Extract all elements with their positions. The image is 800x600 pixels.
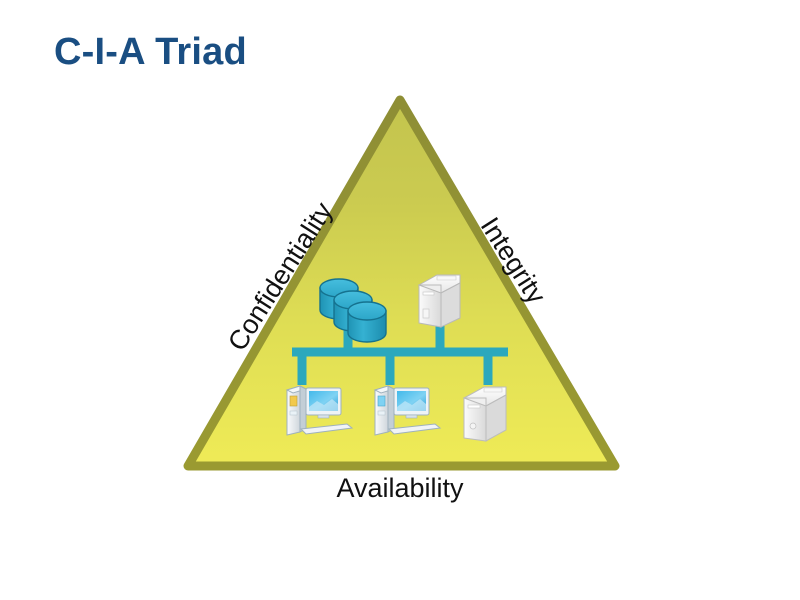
page-title: C-I-A Triad	[54, 31, 247, 73]
desktop-computer-icon	[373, 385, 442, 436]
database-stack-icon	[319, 278, 387, 343]
printer-icon	[462, 386, 507, 442]
label-availability: Availability	[336, 473, 464, 503]
desktop-computer-icon	[285, 385, 354, 436]
server-icon	[417, 274, 461, 328]
network-bus	[292, 326, 508, 385]
pyramid-shape	[183, 95, 620, 471]
database-icon	[347, 301, 387, 343]
